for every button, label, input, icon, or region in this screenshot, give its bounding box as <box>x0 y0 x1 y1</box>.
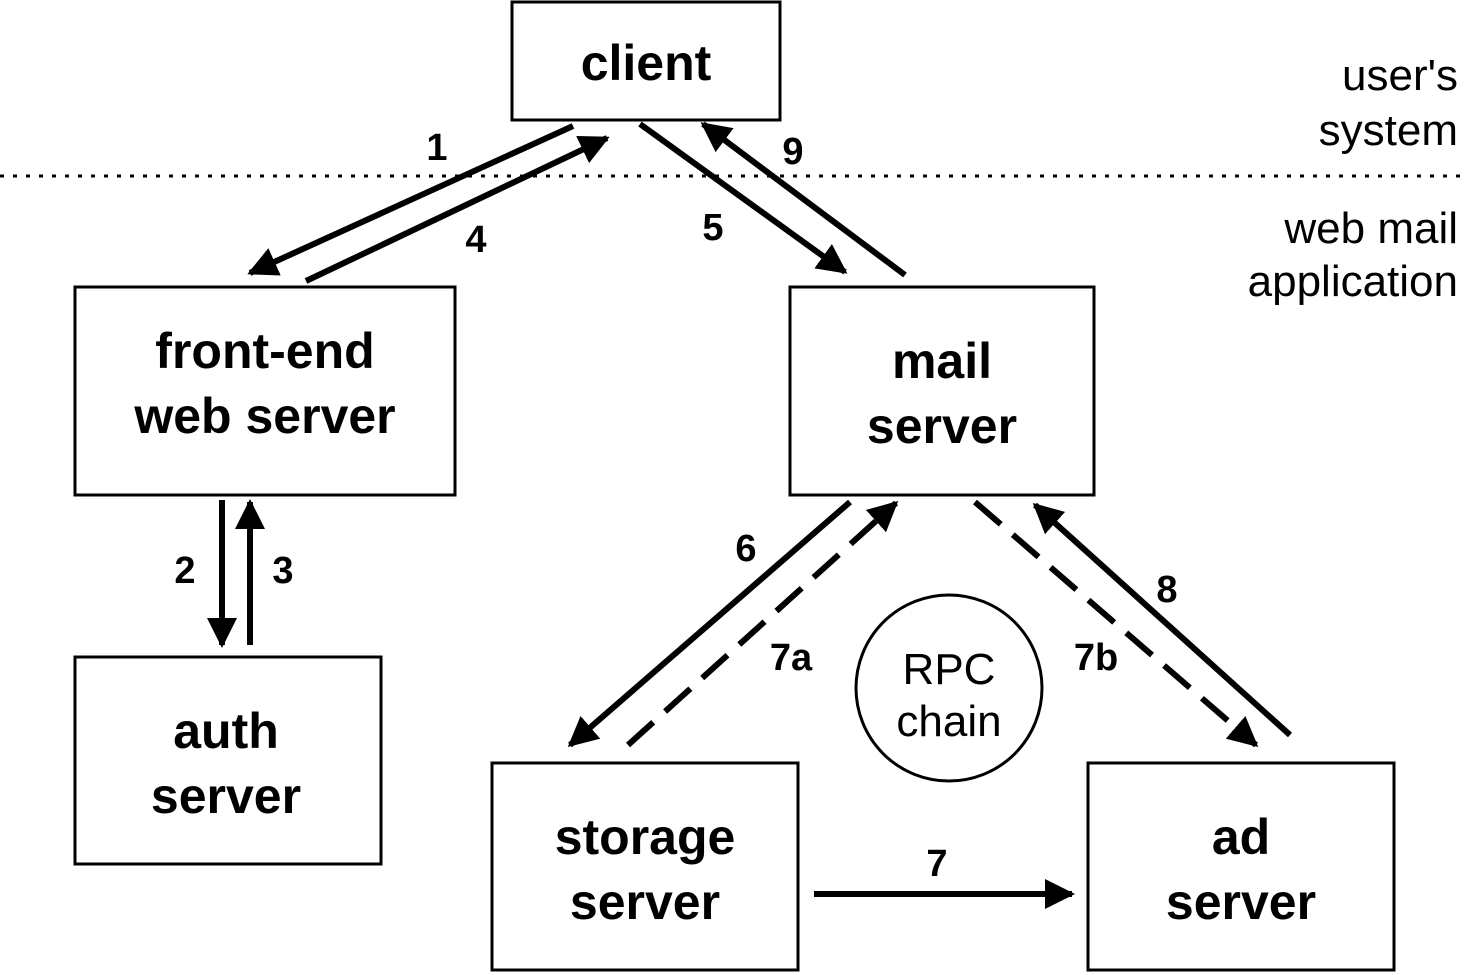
arrow-4-frontend-to-client <box>304 135 610 284</box>
svg-text:ad: ad <box>1212 809 1270 865</box>
mail-server-node: mail server <box>788 285 1096 497</box>
svg-text:RPC: RPC <box>903 645 996 694</box>
arrow-8-ad-to-mail <box>1032 502 1293 738</box>
arrow-6-mail-to-storage <box>567 499 852 748</box>
svg-text:user's: user's <box>1342 51 1458 100</box>
svg-text:server: server <box>1166 874 1316 930</box>
edge-label-8: 8 <box>1156 569 1177 611</box>
svg-text:web mail: web mail <box>1283 204 1458 253</box>
front-end-web-server-node: front-end web server <box>73 285 457 497</box>
svg-text:front-end: front-end <box>155 323 374 379</box>
svg-text:server: server <box>867 398 1017 454</box>
svg-text:mail: mail <box>892 333 992 389</box>
web-mail-application-label: web mail application <box>1248 204 1458 306</box>
edge-label-5: 5 <box>702 207 723 249</box>
client-node: client <box>510 0 782 122</box>
rpc-chain-circle: RPC chain <box>854 593 1044 783</box>
svg-text:server: server <box>570 874 720 930</box>
svg-text:server: server <box>151 768 301 824</box>
edge-label-9: 9 <box>782 131 803 173</box>
ad-server-node: ad server <box>1086 761 1396 972</box>
edge-label-4: 4 <box>465 219 486 261</box>
svg-text:auth: auth <box>173 703 279 759</box>
auth-server-node: auth server <box>73 655 383 866</box>
arrow-7a-storage-to-mail <box>625 500 899 748</box>
edge-label-1: 1 <box>426 127 447 169</box>
svg-text:chain: chain <box>896 697 1001 746</box>
storage-server-node: storage server <box>490 761 800 972</box>
svg-text:application: application <box>1248 257 1458 306</box>
edge-label-7a: 7a <box>770 637 813 679</box>
svg-text:web server: web server <box>133 388 395 444</box>
arrow-1-client-to-frontend <box>247 123 575 276</box>
edge-label-7b: 7b <box>1074 637 1118 679</box>
edge-label-3: 3 <box>272 550 293 592</box>
arrow-9-mail-to-client <box>700 121 907 278</box>
edge-label-2: 2 <box>174 550 195 592</box>
edge-label-7: 7 <box>926 843 947 885</box>
svg-text:client: client <box>581 35 712 91</box>
arrow-7b-mail-to-ad <box>973 499 1259 748</box>
arrow-5-client-to-mail <box>638 121 848 275</box>
svg-text:storage: storage <box>555 809 736 865</box>
edge-label-6: 6 <box>735 528 756 570</box>
user-system-label: user's system <box>1319 51 1458 155</box>
svg-text:system: system <box>1319 106 1458 155</box>
